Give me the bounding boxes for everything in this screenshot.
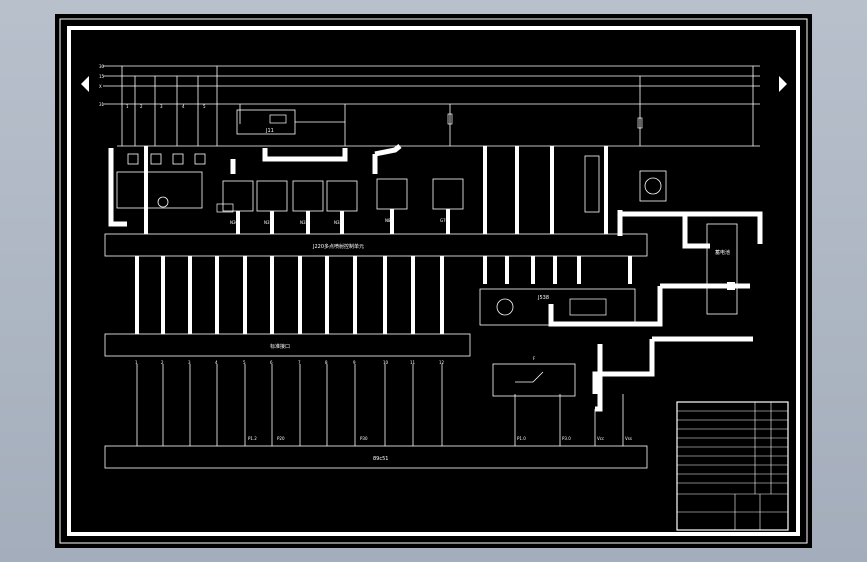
mcu-label: 89c51 xyxy=(373,456,388,462)
relay-f-box xyxy=(492,363,576,397)
top-number-1: 1 xyxy=(126,104,129,109)
right-arrow-icon xyxy=(779,76,787,92)
svg-text:10: 10 xyxy=(383,360,389,365)
relay-j11-label: J11 xyxy=(265,128,274,134)
svg-text:5: 5 xyxy=(243,360,246,365)
cad-viewport[interactable]: 30 15 X 31 1 2 3 4 5 J11 xyxy=(55,14,812,548)
motor-box xyxy=(639,170,667,202)
relay-f-label: F xyxy=(533,356,536,361)
interface-label: 标准接口 xyxy=(270,343,290,350)
mcu-pin-p30: P30 xyxy=(360,436,368,441)
svg-text:8: 8 xyxy=(325,360,328,365)
mcu-pin-p20: P20 xyxy=(277,436,285,441)
interface-block xyxy=(104,333,471,357)
fuse-1 xyxy=(447,113,453,125)
mcu-pin-p10: P1.0 xyxy=(517,436,526,441)
rail-label-15: 15 xyxy=(99,74,105,79)
component-injector-group xyxy=(116,171,203,209)
ecu-to-interface xyxy=(135,256,632,334)
sensor-label-n32: N32 xyxy=(300,220,309,225)
svg-text:3: 3 xyxy=(188,360,191,365)
indicator-label: 蓄电池 xyxy=(715,249,730,256)
svg-text:4: 4 xyxy=(215,360,218,365)
bus-to-ecu xyxy=(144,146,608,234)
thick-wires xyxy=(108,144,763,412)
relay-j538-box xyxy=(479,288,636,326)
indicator-box xyxy=(706,223,738,315)
svg-text:11: 11 xyxy=(410,360,416,365)
rail-feeds xyxy=(121,66,754,146)
rail-label-30: 30 xyxy=(99,64,105,69)
mcu-pin-vss: Vss xyxy=(625,436,632,441)
top-number-4: 4 xyxy=(182,104,185,109)
relay-j538-label: J538 xyxy=(537,295,549,301)
rail-label-31: 31 xyxy=(99,102,105,107)
rail-label-x: X xyxy=(99,84,102,89)
wiring-diagram: 30 15 X 31 1 2 3 4 5 J11 xyxy=(59,18,808,544)
control-unit-label: J220多点喷射控制单元 xyxy=(312,243,364,250)
sensor-label-n80: N80 xyxy=(385,218,394,223)
title-block xyxy=(676,401,789,531)
pump-icon xyxy=(496,298,514,316)
interface-to-mcu xyxy=(136,364,624,446)
top-number-3: 3 xyxy=(160,104,163,109)
sensor-label-g70: G70 xyxy=(440,218,449,223)
mcu-pin-p12: P1.2 xyxy=(248,436,257,441)
motor-icon xyxy=(644,177,662,195)
top-number-5: 5 xyxy=(203,104,206,109)
ecu-circle-icon xyxy=(157,196,169,208)
top-number-2: 2 xyxy=(140,104,143,109)
sensor-label-n33: N33 xyxy=(334,220,343,225)
svg-text:9: 9 xyxy=(353,360,356,365)
sensor-connector xyxy=(584,155,600,213)
left-arrow-icon xyxy=(81,76,89,92)
svg-text:7: 7 xyxy=(298,360,301,365)
inner-frame xyxy=(67,26,800,536)
mcu-pin-p30b: P3.0 xyxy=(562,436,571,441)
mcu-box xyxy=(104,445,648,469)
outer-frame xyxy=(59,18,808,544)
coil-boxes xyxy=(222,178,464,212)
svg-text:1: 1 xyxy=(135,360,138,365)
injectors xyxy=(127,153,206,165)
svg-text:2: 2 xyxy=(161,360,164,365)
svg-text:6: 6 xyxy=(270,360,273,365)
sensor-label-n30: N30 xyxy=(230,220,239,225)
mcu-pin-vcc: Vcc xyxy=(597,436,604,441)
sensor-label-n31: N31 xyxy=(264,220,273,225)
fuse-2 xyxy=(637,117,643,129)
bottom-number-labels: 1 2 3 4 5 6 7 8 9 10 11 12 xyxy=(135,360,445,365)
control-unit-box xyxy=(104,233,648,257)
power-rails xyxy=(103,65,760,105)
svg-text:12: 12 xyxy=(439,360,445,365)
